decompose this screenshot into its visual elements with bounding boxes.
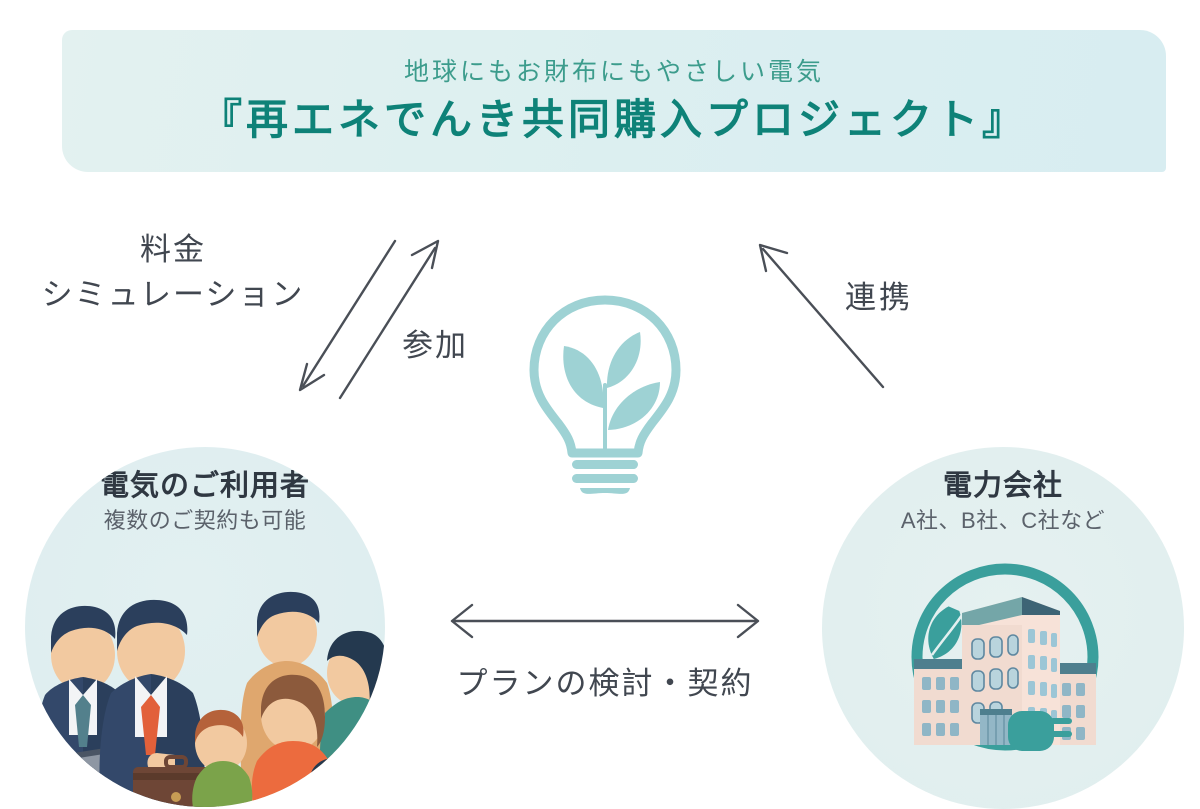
power-company-building-illustration <box>911 563 1099 751</box>
users-subtitle: 複数のご契約も可能 <box>103 507 307 533</box>
arrow-pair-left <box>298 239 440 400</box>
eco-lightbulb-icon <box>529 295 681 494</box>
people-users-illustration <box>34 591 385 807</box>
company-subtitle: A社、B社、C社など <box>900 507 1106 533</box>
building-left <box>914 659 970 745</box>
arrow-up-right <box>338 239 440 400</box>
arrow-down-left <box>298 239 397 392</box>
label-plan-contract: プランの検討・契約 <box>456 666 754 701</box>
banner-title: 『再エネでんき共同購入プロジェクト』 <box>199 95 1028 143</box>
label-join: 参加 <box>402 328 468 363</box>
arrow-up-left-right-side <box>758 243 885 389</box>
label-fee-simulation-line1: 料金 <box>140 232 206 267</box>
businessman-right <box>99 599 219 807</box>
label-fee-simulation: 料金 シミュレーション <box>8 228 338 318</box>
arrow-bidirectional-bottom <box>450 603 760 639</box>
node-power-company: 電力会社 A社、B社、C社など <box>822 447 1184 809</box>
header-banner: 地球にもお財布にもやさしい電気 『再エネでんき共同購入プロジェクト』 <box>62 30 1166 172</box>
banner-subtitle: 地球にもお財布にもやさしい電気 <box>403 58 824 87</box>
company-heading: 電力会社 A社、B社、C社など <box>822 469 1184 535</box>
power-plug-icon <box>1008 711 1072 751</box>
arrow-head-left <box>450 603 474 639</box>
node-electricity-users: 電気のご利用者 複数のご契約も可能 <box>25 447 385 807</box>
family-group <box>192 591 385 807</box>
arrow-head-right <box>736 603 760 639</box>
company-title: 電力会社 <box>942 470 1063 502</box>
users-heading: 電気のご利用者 複数のご契約も可能 <box>25 469 385 535</box>
label-fee-simulation-line2: シミュレーション <box>41 276 305 312</box>
users-title: 電気のご利用者 <box>99 470 310 502</box>
label-cooperation: 連携 <box>845 280 913 315</box>
